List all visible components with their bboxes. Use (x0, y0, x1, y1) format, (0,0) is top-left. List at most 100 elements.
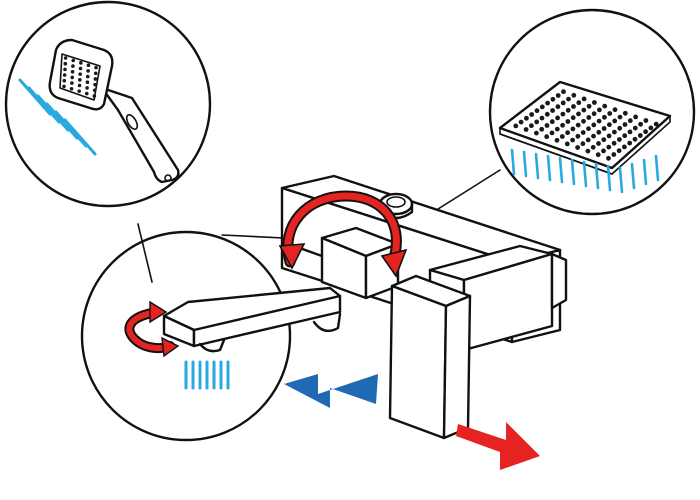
hand-shower-nozzle (93, 71, 98, 76)
hand-shower-nozzle (84, 91, 89, 96)
rain-shower-callout (488, 8, 696, 216)
rain-shower-water-jet (654, 154, 660, 182)
hand-shower-nozzle (92, 94, 97, 98)
rain-shower-nozzle (602, 114, 607, 120)
rain-shower-nozzle (586, 126, 591, 132)
rain-shower-nozzle (632, 136, 638, 142)
rain-shower-nozzle (524, 115, 529, 121)
cold-arrow-icon (284, 374, 378, 408)
rain-shower-nozzle (570, 137, 575, 143)
rain-shower-nozzle (591, 111, 597, 117)
hand-shower-water-jets (18, 78, 97, 156)
hand-shower-nozzle (92, 88, 97, 93)
rain-shower-nozzle (566, 96, 571, 102)
rain-shower-nozzle (565, 119, 571, 124)
rain-shower-nozzle (539, 115, 545, 121)
rain-shower-nozzle (560, 111, 566, 117)
hand-shower-nozzle (79, 61, 83, 65)
rain-shower-nozzle (592, 100, 597, 105)
hand-shower-callout (4, 0, 212, 208)
rain-shower-nozzle (559, 134, 565, 139)
rain-shower-water-jet (618, 166, 624, 194)
rain-shower-nozzle (653, 121, 659, 127)
hot-arrow-icon (456, 422, 540, 470)
hand-shower-nozzle (71, 58, 76, 63)
rain-shower-nozzle (638, 121, 643, 127)
spout-swivel-icon (124, 300, 180, 358)
rain-shower-nozzle (534, 108, 540, 114)
rain-shower-nozzle (591, 133, 596, 139)
rain-shower-nozzle (565, 130, 570, 136)
rain-shower-water-jet (630, 162, 636, 190)
rain-shower-nozzle (534, 130, 539, 136)
rain-shower-nozzle (580, 130, 586, 135)
rain-shower-nozzle (586, 103, 592, 109)
rain-shower-nozzles (513, 89, 659, 161)
rain-shower-nozzle (575, 145, 580, 150)
rain-shower-water-jet (558, 156, 564, 184)
rain-shower-nozzle (549, 130, 555, 136)
rain-shower-nozzle (627, 129, 633, 135)
hand-shower-nozzle (78, 72, 82, 76)
rain-shower-nozzle (544, 111, 550, 117)
rain-shower-nozzle (643, 118, 649, 123)
rain-shower-nozzle (539, 104, 545, 110)
rain-shower-nozzle (627, 118, 633, 124)
callout-line-hand-shower (137, 223, 153, 283)
spout-circle (80, 230, 292, 442)
rain-shower-nozzle (581, 118, 586, 124)
rain-shower-nozzle (580, 141, 586, 147)
rain-shower-water-jet (582, 160, 588, 188)
rain-shower-nozzle (565, 107, 571, 113)
rain-shower-nozzle (606, 144, 612, 150)
rain-shower-nozzle (575, 122, 581, 128)
rain-shower-nozzle (550, 96, 556, 102)
rain-shower-nozzle (622, 133, 628, 139)
spout-water-jets (184, 360, 230, 390)
hand-shower-nozzle (85, 74, 90, 79)
rain-shower-nozzle (576, 111, 581, 117)
rain-shower-nozzle (601, 137, 607, 143)
rain-shower-nozzle (617, 125, 623, 131)
rain-shower-nozzle (611, 152, 617, 157)
hand-shower-icon (48, 38, 180, 184)
rain-shower-nozzle (596, 129, 602, 135)
rain-shower-nozzle (585, 137, 591, 143)
rain-shower-nozzle (596, 118, 602, 124)
rain-shower-nozzle (561, 89, 566, 95)
rain-shower-nozzle (590, 144, 596, 150)
rain-shower-nozzle (570, 126, 576, 132)
rain-shower-nozzle (575, 133, 581, 139)
rain-shower-nozzle (571, 92, 577, 98)
hand-shower-nozzle (78, 66, 83, 71)
rain-shower-circle (488, 8, 696, 216)
rain-shower-water-jets (510, 148, 660, 194)
rain-shower-nozzle (612, 107, 618, 113)
hand-shower-nozzles (62, 56, 98, 98)
hand-shower-nozzle (77, 83, 82, 88)
rain-shower-nozzle (607, 111, 613, 116)
hand-shower-nozzle (86, 69, 90, 73)
rain-shower-nozzle (539, 126, 545, 132)
rain-shower-water-jet (510, 148, 516, 176)
rain-shower-nozzle (611, 140, 617, 146)
rain-shower-nozzle (523, 127, 529, 132)
hand-shower-nozzle (77, 89, 81, 93)
rain-shower-nozzle (564, 141, 570, 147)
rain-shower-nozzle (648, 125, 654, 131)
diverter-rotate-icon (278, 190, 408, 278)
rain-shower-nozzle (606, 155, 611, 161)
rain-shower-nozzle (581, 96, 587, 102)
hand-shower-nozzle (62, 78, 67, 83)
rain-shower-nozzle (633, 114, 638, 120)
spout-callout (80, 230, 292, 442)
hand-shower-nozzle (63, 67, 67, 72)
rain-shower-nozzle (597, 107, 602, 113)
hand-shower-nozzle (78, 78, 82, 82)
hand-shower-nozzle (62, 84, 66, 89)
hand-shower-circle (4, 0, 212, 208)
rain-shower-water-jet (606, 164, 612, 192)
rain-shower-nozzle (513, 123, 519, 129)
rain-shower-water-jet (522, 150, 528, 178)
